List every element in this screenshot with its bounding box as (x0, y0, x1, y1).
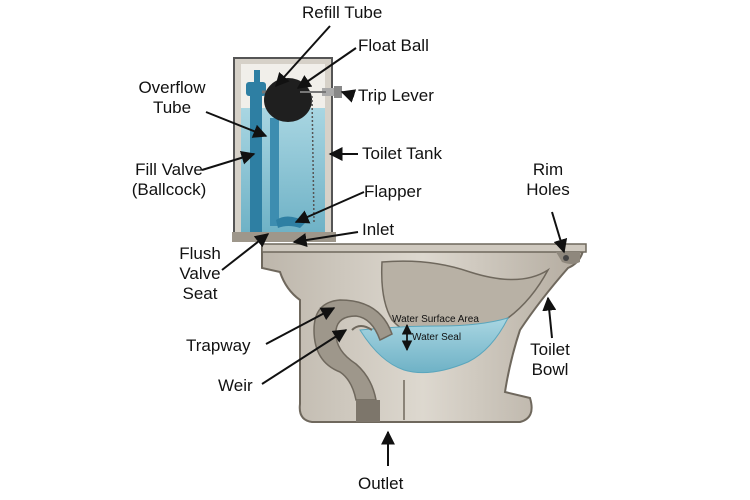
bowl-water (359, 317, 509, 374)
arrow-trip-lever (340, 89, 357, 103)
arrow-rim-holes (551, 211, 568, 254)
float-ball (262, 78, 312, 122)
label-water-surface-area: Water Surface Area (392, 314, 479, 325)
label-flush-valve-seat: Flush Valve Seat (179, 244, 221, 303)
trip-lever (300, 86, 342, 98)
label-overflow-tube: Overflow Tube (138, 78, 206, 117)
arrow-refill-tube (275, 25, 331, 88)
label-flapper: Flapper (364, 182, 422, 201)
arrow-overflow-tube (205, 111, 268, 138)
arrow-float-ball (296, 47, 357, 89)
label-toilet-tank: Toilet Tank (362, 144, 443, 163)
outlet (356, 400, 380, 422)
weir (351, 325, 373, 331)
overflow-tube (270, 118, 279, 226)
label-outlet: Outlet (358, 474, 404, 493)
label-refill-tube: Refill Tube (302, 3, 383, 22)
label-rim-holes: Rim Holes (526, 160, 570, 199)
arrow-flapper (294, 191, 365, 224)
label-inlet: Inlet (362, 220, 395, 239)
rim-hole (563, 255, 569, 261)
lift-chain (311, 95, 315, 223)
trapway (313, 299, 393, 401)
label-weir: Weir (218, 376, 253, 395)
arrow-trapway (265, 307, 336, 345)
arrow-flush-valve-seat (221, 233, 270, 271)
label-fill-valve: Fill Valve (Ballcock) (131, 160, 207, 199)
label-trip-lever: Trip Lever (358, 86, 434, 105)
arrow-weir (261, 329, 348, 385)
label-toilet-bowl: Toilet Bowl (530, 340, 570, 379)
arrow-inlet (292, 231, 359, 247)
label-float-ball: Float Ball (358, 36, 429, 55)
arrow-toilet-bowl (542, 296, 557, 339)
label-trapway: Trapway (186, 336, 251, 355)
label-water-seal: Water Seal (412, 332, 462, 343)
leader-arrows (201, 25, 568, 466)
arrow-fill-valve (201, 151, 256, 171)
toilet-bowl (261, 243, 587, 423)
